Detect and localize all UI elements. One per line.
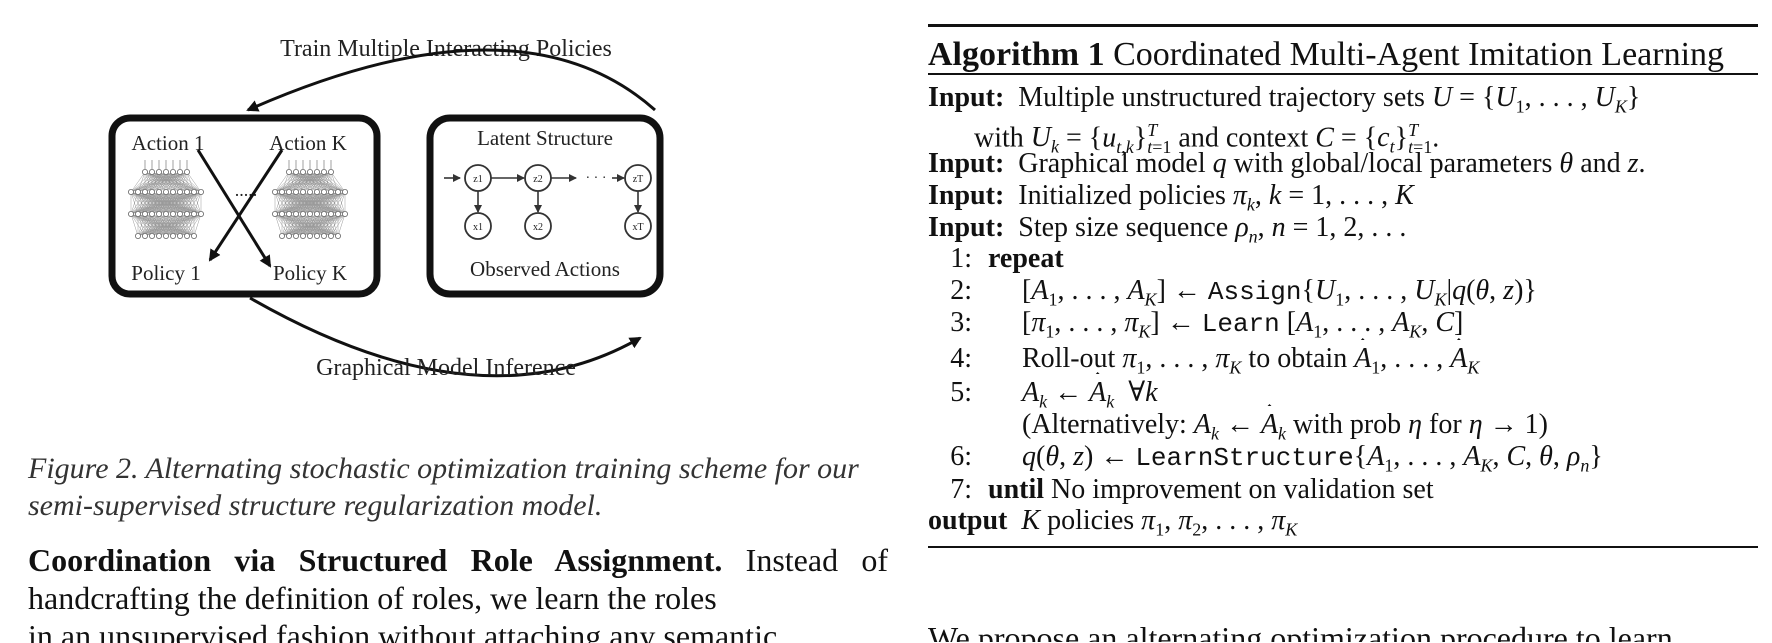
x1-node: [464, 212, 492, 240]
policy-1-network-icon: [127, 160, 204, 239]
step-5: 5:Ak ← Ak ∀k: [950, 377, 1158, 412]
caption-text: Alternating stochastic optimization trai…: [28, 452, 859, 522]
paragraph-text: Instead of handcrafting the definition o…: [28, 542, 889, 616]
next-paragraph-cut-line: We propose an alternating optimization p…: [928, 620, 1673, 642]
algorithm-name: Coordinated Multi-Agent Imitation Learni…: [1113, 36, 1725, 73]
step-3: 3:[π1, . . . , πK] ← Learn [A1, . . . , …: [950, 307, 1464, 342]
svg-text:x2: x2: [533, 222, 543, 233]
observed-actions-label: Observed Actions: [470, 257, 620, 281]
step-6: 6:q(θ, z) ← LearnStructure{A1, . . . , A…: [950, 441, 1603, 476]
bottom-arc-arrow: [249, 296, 642, 378]
section-heading: Coordination via Structured Role Assignm…: [28, 542, 723, 578]
action-1-label: Action 1: [132, 131, 205, 155]
cross-arrow-1-to-k: [196, 149, 272, 268]
cross-arrow-k-to-1: [208, 149, 284, 262]
algorithm-label: Algorithm 1: [928, 36, 1105, 73]
latent-structure-title: Latent Structure: [477, 126, 613, 150]
latent-structure-box: [426, 114, 664, 298]
algo-bottom-rule: [928, 546, 1758, 548]
top-arc-arrow: [246, 48, 656, 112]
step-1: 1:repeat: [950, 243, 1064, 274]
input-line-2: Input: Graphical model q with global/loc…: [928, 148, 1646, 179]
svg-text:z2: z2: [533, 174, 542, 185]
bottom-arc-label: Graphical Model Inference: [316, 355, 576, 381]
algo-title-rule: [928, 73, 1758, 75]
algorithm-block: Algorithm 1 Coordinated Multi-Agent Imit…: [928, 0, 1758, 642]
input-line-1-cont: with Uk = {ut,k}Tt=1 and context C = {ct…: [974, 120, 1440, 157]
caption-label: Figure 2.: [28, 452, 139, 485]
figure-2: Train Multiple Interacting Policies Grap…: [0, 0, 900, 440]
training-scheme-diagram: Train Multiple Interacting Policies Grap…: [108, 36, 664, 381]
xt-node: [624, 212, 652, 240]
step-7: 7:until No improvement on validation set: [950, 474, 1434, 505]
input-line-3: Input: Initialized policies πk, k = 1, .…: [928, 180, 1414, 215]
figure-caption: Figure 2. Alternating stochastic optimiz…: [28, 450, 888, 524]
svg-text:xT: xT: [632, 222, 643, 233]
svg-text:x1: x1: [473, 222, 483, 233]
algorithm-title: Algorithm 1 Coordinated Multi-Agent Imit…: [928, 36, 1724, 74]
input-line-1: Input: Multiple unstructured trajectory …: [928, 82, 1641, 117]
hmm-ellipsis: · · ·: [586, 171, 607, 186]
policy-1-label: Policy 1: [131, 261, 200, 285]
networks-ellipsis: .....: [235, 180, 258, 200]
step-2: 2:[A1, . . . , AK] ← Assign{U1, . . . , …: [950, 275, 1537, 310]
policy-k-label: Policy K: [273, 261, 347, 285]
top-arc-label: Train Multiple Interacting Policies: [280, 36, 612, 62]
x2-node: [524, 212, 552, 240]
algo-top-rule: [928, 24, 1758, 27]
input-line-4: Input: Step size sequence ρn, n = 1, 2, …: [928, 212, 1407, 247]
policy-k-network-icon: [271, 160, 348, 239]
output-line: output K policies π1, π2, . . . , πK: [928, 505, 1298, 540]
svg-text:zT: zT: [633, 174, 644, 185]
svg-text:z1: z1: [473, 174, 482, 185]
step-4: 4:Roll-out π1, . . . , πK to obtain A1, …: [950, 343, 1480, 378]
body-paragraph: Coordination via Structured Role Assignm…: [28, 541, 889, 643]
paragraph-cut-line: in an unsupervised fashion without attac…: [28, 618, 778, 643]
step-5-alt: (Alternatively: Ak ← Ak with prob η for …: [1022, 409, 1548, 444]
